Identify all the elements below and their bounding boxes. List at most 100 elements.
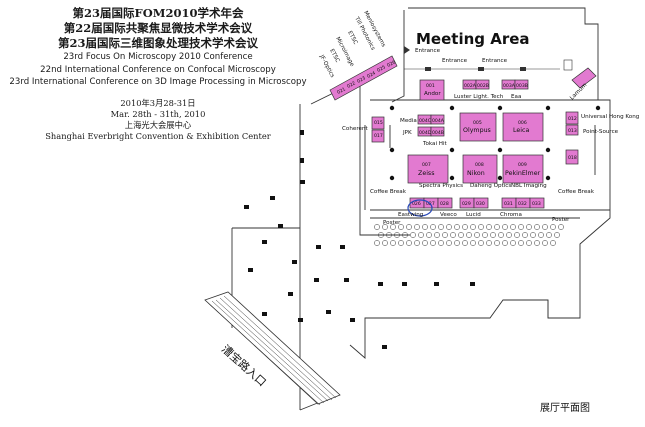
booth-008-number: 008 xyxy=(475,162,484,168)
exhibitor-etsc-1: ETSC xyxy=(346,30,358,46)
booth-001-name: Andor xyxy=(424,91,441,97)
title-en-line-1: 23rd Focus On Microscopy 2010 Conference xyxy=(63,52,253,62)
booth-006 xyxy=(502,112,544,142)
booth-007-name: Zeiss xyxy=(418,170,435,177)
booth-004a xyxy=(430,114,445,125)
booth-005-number: 005 xyxy=(473,120,482,126)
booth-018 xyxy=(565,149,579,165)
title-cn-line-2: 第22届国际共聚焦显微技术学术会议 xyxy=(63,21,253,35)
venue-en: Shanghai Everbright Convention & Exhibit… xyxy=(45,130,271,141)
booth-004d-number: 004D xyxy=(419,130,432,136)
booth-009 xyxy=(502,154,544,184)
label-luster: Luster Light. Tech xyxy=(454,94,504,100)
floor-plan-caption: 展厅平面图 xyxy=(540,402,590,414)
diag-booth-024: 024 xyxy=(366,70,377,79)
diag-booth-021: 021 xyxy=(336,86,347,95)
booth-008 xyxy=(462,154,498,184)
label-media: Media xyxy=(400,118,417,124)
title-en-line-2: 22nd International Conference on Confoca… xyxy=(40,64,276,75)
label-lucid: Lucid xyxy=(466,212,481,218)
label-tokai-hit: Tokai Hit xyxy=(422,141,448,147)
entrance-door-icons xyxy=(404,46,573,71)
booth-004c-number: 004C xyxy=(419,118,431,124)
coffee-break-left: Coffee Break xyxy=(370,189,407,195)
booth-002b xyxy=(475,79,490,90)
label-universal-hong-kong: Universal Hong Kong xyxy=(581,114,640,120)
highlight-circle xyxy=(407,199,433,217)
booth-012 xyxy=(565,111,579,125)
booth-002a-number: 002A xyxy=(464,83,477,89)
diagonal-booth-strip xyxy=(329,55,398,101)
date-cn: 2010年3月28-31日 xyxy=(120,97,196,108)
booth-001 xyxy=(419,79,445,101)
booth-004b xyxy=(430,126,445,137)
diag-booth-023: 023 xyxy=(356,75,367,84)
conference-title-block: 第23届国际FOM2010学术年会 第22届国际共聚焦显微技术学术会议 第23届… xyxy=(8,6,308,142)
booth-033 xyxy=(529,197,545,209)
venue-cn: 上海光大会展中心 xyxy=(124,119,192,130)
meeting-area-label: Meeting Area xyxy=(416,30,530,48)
diag-booth-025: 025 xyxy=(376,64,387,73)
seating-circles xyxy=(374,224,564,246)
booth-009-number: 009 xyxy=(518,162,527,168)
booth-029-number: 029 xyxy=(462,201,471,207)
booth-018-number: 018 xyxy=(568,155,577,161)
booth-004a-number: 004A xyxy=(432,118,445,124)
booth-030-number: 030 xyxy=(476,201,485,207)
diag-booth-026: 026 xyxy=(386,59,397,68)
label-eaa: Eaa xyxy=(511,94,521,100)
booth-lamum xyxy=(571,67,597,89)
title-cn-line-3: 第23届国际三维图象处理技术学术会议 xyxy=(57,36,258,50)
label-daheng-optics: Daheng Optics xyxy=(470,183,511,189)
booth-012-number: 012 xyxy=(568,116,577,122)
date-en: Mar. 28th - 31th, 2010 xyxy=(110,108,206,119)
title-en-line-3: 23rd International Conference on 3D Imag… xyxy=(9,77,307,87)
booth-017 xyxy=(371,129,385,143)
entrance-label-2: Entrance xyxy=(442,58,468,64)
label-nbl-imaging: NBL Imaging xyxy=(511,183,547,189)
booth-015 xyxy=(371,116,385,130)
booth-031-number: 031 xyxy=(504,201,513,207)
booth-028 xyxy=(437,197,453,209)
booth-017-number: 017 xyxy=(374,133,383,139)
booth-015-number: 015 xyxy=(374,120,383,126)
booth-004b-number: 004B xyxy=(432,130,444,136)
label-coherent: Coherent xyxy=(342,126,368,132)
booth-003b xyxy=(514,79,529,90)
label-veeco: Veeco xyxy=(440,212,457,218)
label-jpk: JPK xyxy=(402,130,412,136)
street-boundary xyxy=(204,291,341,406)
booth-001-number: 001 xyxy=(426,83,435,89)
booth-007 xyxy=(407,154,449,184)
exhibitor-etsc-2: ETSC xyxy=(328,48,340,64)
booth-013-number: 013 xyxy=(568,128,577,134)
pillars xyxy=(244,105,601,349)
booth-003b-number: 003B xyxy=(516,83,528,89)
booth-026-number: 026 xyxy=(412,201,421,207)
booth-007-number: 007 xyxy=(422,162,431,168)
booth-008-name: Nikon xyxy=(467,170,485,177)
entrance-label-1: Entrance xyxy=(415,48,441,54)
booth-005-name: Olympus xyxy=(463,127,491,134)
entrance-label-3: Entrance xyxy=(482,58,508,64)
booth-032-number: 032 xyxy=(518,201,527,207)
label-spectra-physics: Spectra Physics xyxy=(419,183,463,189)
poster-right: Poster xyxy=(552,217,570,223)
booth-006-name: Leica xyxy=(513,127,529,134)
diag-booth-022: 022 xyxy=(346,80,357,89)
title-cn-line-1: 第23届国际FOM2010学术年会 xyxy=(72,6,244,20)
booth-005 xyxy=(459,112,497,142)
booth-013 xyxy=(565,124,579,136)
booth-009-name: PekinElmer xyxy=(505,170,541,177)
booth-033-number: 033 xyxy=(532,201,541,207)
poster-left: Poster xyxy=(383,220,401,226)
booth-030 xyxy=(473,197,489,209)
booth-003a-number: 003A xyxy=(503,83,516,89)
label-point-source: Point-Source xyxy=(583,129,619,135)
label-chroma: Chroma xyxy=(500,212,522,218)
booth-028-number: 028 xyxy=(440,201,449,207)
label-eastwing: Eastwing xyxy=(398,212,424,218)
booth-006-number: 006 xyxy=(518,120,527,126)
coffee-break-right: Coffee Break xyxy=(558,189,595,195)
